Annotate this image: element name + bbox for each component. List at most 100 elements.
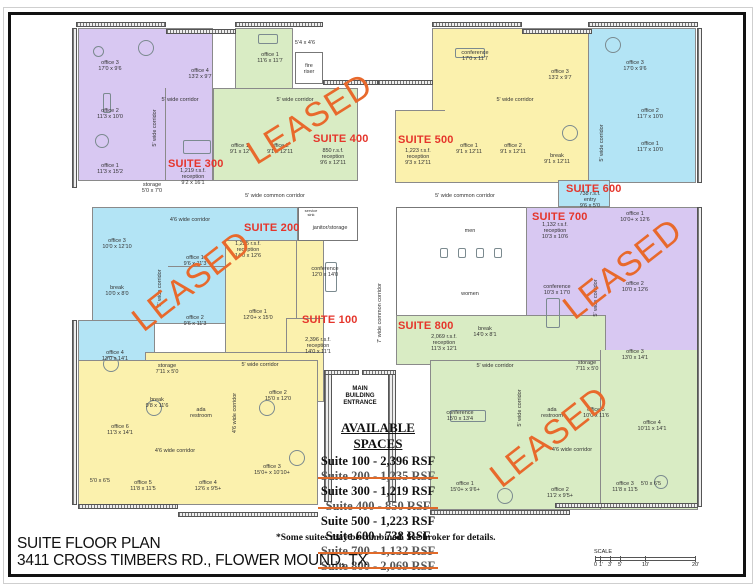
table-icon bbox=[138, 40, 154, 56]
scale-tick bbox=[595, 556, 596, 562]
available-spaces-panel: AVAILABLE SPACES Suite 100 - 2,396 RSF S… bbox=[318, 420, 438, 574]
entrance-wall bbox=[324, 370, 359, 375]
corridor-label: 7' wide common corridor bbox=[377, 283, 383, 343]
room-label: office 3 10'0 x 12'10 bbox=[102, 238, 132, 250]
suite-100-area[interactable] bbox=[225, 240, 298, 355]
conference-table-icon bbox=[546, 298, 560, 328]
scale-label: 20' bbox=[692, 562, 700, 568]
suite-200-label[interactable]: SUITE 200 bbox=[244, 222, 300, 234]
janitor-storage-room bbox=[298, 207, 358, 241]
suite-300-label[interactable]: SUITE 300 bbox=[168, 158, 224, 170]
main-entrance-label: MAIN BUILDING ENTRANCE bbox=[343, 386, 377, 406]
table-icon bbox=[497, 488, 513, 504]
corridor-label: 5' wide corridor bbox=[276, 97, 314, 103]
suite-200-area-lower[interactable] bbox=[78, 320, 155, 362]
suite-800-label[interactable]: SUITE 800 bbox=[398, 320, 454, 332]
suite-100-label[interactable]: SUITE 100 bbox=[302, 314, 358, 326]
scale-bar: SCALE 0 1' 3' 5' 10' 20' bbox=[594, 549, 704, 573]
corridor-label: 5' wide corridor bbox=[496, 97, 534, 103]
room-label: office 3 17'0 x 9'6 bbox=[623, 60, 647, 72]
scale-title: SCALE bbox=[594, 549, 613, 555]
room-label: office 2 10'0 x 12'6 bbox=[621, 281, 649, 293]
corridor-label: 5' wide corridor bbox=[517, 389, 523, 427]
suite-400-reception: 850 r.s.f. reception 9'6 x 12'11 bbox=[320, 148, 346, 166]
table-icon bbox=[605, 37, 621, 53]
exterior-wall bbox=[76, 22, 166, 27]
suite-200-reception: 1,235 r.s.f. reception 14'0 x 12'6 bbox=[234, 241, 262, 259]
suite-400-area-main[interactable] bbox=[213, 88, 358, 181]
room-label: office 4 13'2 x 9'7 bbox=[188, 68, 212, 80]
room-label: 5'4 x 4'6 bbox=[294, 40, 316, 46]
room-label: office 4 12'6 x 9'5+ bbox=[194, 480, 222, 492]
plan-address: 3411 CROSS TIMBERS RD., FLOWER MOUND, TX bbox=[17, 552, 368, 569]
suite-300-reception-area[interactable] bbox=[165, 88, 213, 181]
room-label: office 1 10'0+ x 12'6 bbox=[620, 211, 650, 223]
exterior-wall bbox=[72, 28, 77, 188]
exterior-wall bbox=[78, 504, 178, 509]
scale-label: 0 bbox=[594, 562, 598, 568]
suite-600-area[interactable] bbox=[588, 28, 696, 183]
suite-100-reception: 2,396 r.s.f. reception 14'0 x 11'1 bbox=[305, 337, 331, 355]
outer-border bbox=[3, 7, 753, 584]
desk-icon bbox=[258, 34, 278, 44]
room-label: office 3 13'2 x 9'7 bbox=[548, 69, 572, 81]
available-space-suite-800: Suite 800 - 2,069 RSF bbox=[318, 559, 438, 574]
corridor-label: 5' wide corridor bbox=[152, 109, 158, 147]
suite-700-label[interactable]: SUITE 700 bbox=[532, 211, 588, 223]
room-label: break 9'1 x 12'11 bbox=[544, 153, 570, 165]
exterior-wall bbox=[697, 207, 702, 507]
available-space-suite-100[interactable]: Suite 100 - 2,396 RSF bbox=[320, 454, 436, 468]
suite-100-lower[interactable] bbox=[78, 360, 318, 505]
available-space-suite-300[interactable]: Suite 300 - 1,219 RSF bbox=[320, 484, 436, 498]
room-label: ada restroom bbox=[541, 407, 563, 419]
scale-tick bbox=[645, 556, 646, 562]
room-label: service sink bbox=[304, 208, 318, 217]
room-label: office 2 9'1 x 12'11 bbox=[500, 143, 526, 155]
desk-icon bbox=[183, 140, 211, 154]
suite-600-entry[interactable] bbox=[558, 180, 610, 207]
scale-label: 3' bbox=[608, 562, 613, 568]
suite-800-reception: 2,069 r.s.f. reception 11'3 x 12'1 bbox=[431, 334, 457, 352]
room-label: men bbox=[464, 228, 476, 234]
suite-800-right[interactable] bbox=[600, 350, 698, 510]
toilet-icon bbox=[494, 248, 502, 258]
room-label: office 3 13'0 x 14'1 bbox=[621, 349, 649, 361]
suite-700-reception: 1,132 r.s.f. reception 10'3 x 10'6 bbox=[541, 222, 569, 240]
entrance-wall bbox=[362, 370, 396, 375]
room-label: ada restroom bbox=[190, 407, 212, 419]
chair-icon bbox=[93, 46, 104, 57]
available-space-suite-600[interactable]: Suite 600 - 738 RSF bbox=[325, 529, 431, 543]
room-label: office 6 11'3 x 14'1 bbox=[107, 424, 133, 436]
desk-icon bbox=[103, 93, 111, 113]
scale-label: 5' bbox=[618, 562, 623, 568]
room-label: storage 5'0 x 7'0 bbox=[141, 182, 163, 194]
suite-100-conference[interactable] bbox=[296, 240, 324, 320]
suite-100-reception[interactable] bbox=[286, 318, 324, 358]
corridor-label: 4'6 wide corridor bbox=[551, 447, 593, 453]
room-label: break 14'0 x 8'1 bbox=[473, 326, 497, 338]
suite-400-label[interactable]: SUITE 400 bbox=[313, 133, 369, 145]
room-label: 5' wide corridor bbox=[161, 97, 199, 103]
exterior-wall bbox=[178, 512, 318, 517]
table-icon bbox=[259, 400, 275, 416]
available-space-suite-500[interactable]: Suite 500 - 1,223 RSF bbox=[320, 514, 436, 528]
exterior-wall bbox=[432, 22, 522, 27]
plan-title: SUITE FLOOR PLAN bbox=[17, 535, 161, 552]
room-label: 5'0 x 6'5 bbox=[89, 478, 111, 484]
suite-600-entry: 738 r.s.f. entry 9'6 x 5'0 bbox=[579, 191, 601, 209]
room-label: office 4 10'11 x 14'1 bbox=[637, 420, 667, 432]
corridor-label: 4'6 wide corridor bbox=[154, 448, 196, 454]
exterior-wall bbox=[588, 22, 698, 27]
combine-suites-note: *Some suites may be combined. See broker… bbox=[276, 533, 496, 543]
room-label: conference 17'0 x 11'7 bbox=[461, 50, 489, 62]
suite-500-label[interactable]: SUITE 500 bbox=[398, 134, 454, 146]
suite-600-label[interactable]: SUITE 600 bbox=[566, 183, 622, 195]
scale-tick bbox=[600, 556, 601, 562]
room-label: break 9'8 x 11'6 bbox=[145, 397, 169, 409]
room-label: janitor/storage bbox=[312, 225, 348, 231]
suite-300-reception: 1,219 r.s.f. reception 9'2 x 16'1 bbox=[180, 168, 206, 186]
room-label: storage 7'11 x 5'0 bbox=[155, 363, 179, 375]
suite-500-area-left[interactable] bbox=[395, 110, 445, 183]
available-spaces-title: AVAILABLE SPACES bbox=[341, 420, 415, 451]
corridor-label: 4'6 wide corridor bbox=[169, 217, 211, 223]
